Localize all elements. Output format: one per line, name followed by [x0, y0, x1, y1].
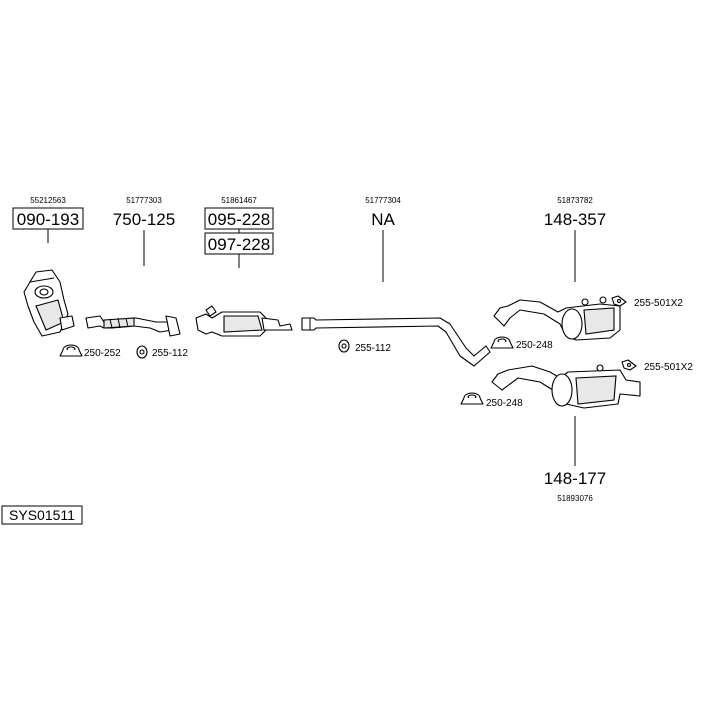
- system-code-box: [1, 505, 83, 525]
- kit-number-rubber-upper[interactable]: 255-501X2: [634, 298, 683, 309]
- mount-icon[interactable]: [136, 345, 148, 359]
- oem-number-centre-box: 51861467: [221, 196, 257, 205]
- oem-number-middle-pipe: 51777304: [365, 196, 401, 205]
- clamp-lower-icon[interactable]: [460, 392, 484, 405]
- kit-number-clamp-upper[interactable]: 250-248: [516, 340, 553, 351]
- oem-number-front-pipe: 51777303: [126, 196, 162, 205]
- middle-pipe-icon[interactable]: [301, 317, 491, 367]
- kit-number-mount-front[interactable]: 255-112: [152, 348, 188, 359]
- part-number-catalyst[interactable]: 090-193: [17, 210, 79, 229]
- rubber-mount-icon[interactable]: [611, 295, 627, 307]
- front-pipe-icon[interactable]: [85, 315, 181, 337]
- rubber-mount-lower-icon[interactable]: [621, 359, 637, 371]
- part-number-centre-box-2[interactable]: 097-228: [208, 235, 270, 254]
- clamp-icon[interactable]: [59, 344, 83, 357]
- part-number-rear-box-lower[interactable]: 148-177: [544, 469, 606, 488]
- catalyst-icon[interactable]: [23, 269, 75, 337]
- centre-box-icon[interactable]: [195, 305, 293, 337]
- system-code: SYS01511: [9, 507, 75, 523]
- oem-number-catalyst: 55212563: [30, 196, 66, 205]
- part-number-centre-box-1[interactable]: 095-228: [208, 210, 270, 229]
- rear-box-lower-icon[interactable]: [491, 364, 641, 409]
- mount-mid-icon[interactable]: [338, 339, 350, 353]
- oem-number-rear-box-upper: 51873782: [557, 196, 593, 205]
- oem-number-rear-box-lower: 51893076: [557, 494, 593, 503]
- kit-number-mount-mid[interactable]: 255-112: [355, 343, 391, 354]
- kit-number-clamp-lower[interactable]: 250-248: [486, 398, 523, 409]
- rear-box-icon[interactable]: [493, 296, 621, 341]
- part-number-front-pipe[interactable]: 750-125: [113, 210, 175, 229]
- part-number-middle-pipe[interactable]: NA: [371, 210, 395, 229]
- part-number-rear-box-upper[interactable]: 148-357: [544, 210, 606, 229]
- kit-number-clamp-cat[interactable]: 250-252: [84, 348, 121, 359]
- kit-number-rubber-lower[interactable]: 255-501X2: [644, 362, 693, 373]
- clamp-upper-icon[interactable]: [490, 336, 514, 349]
